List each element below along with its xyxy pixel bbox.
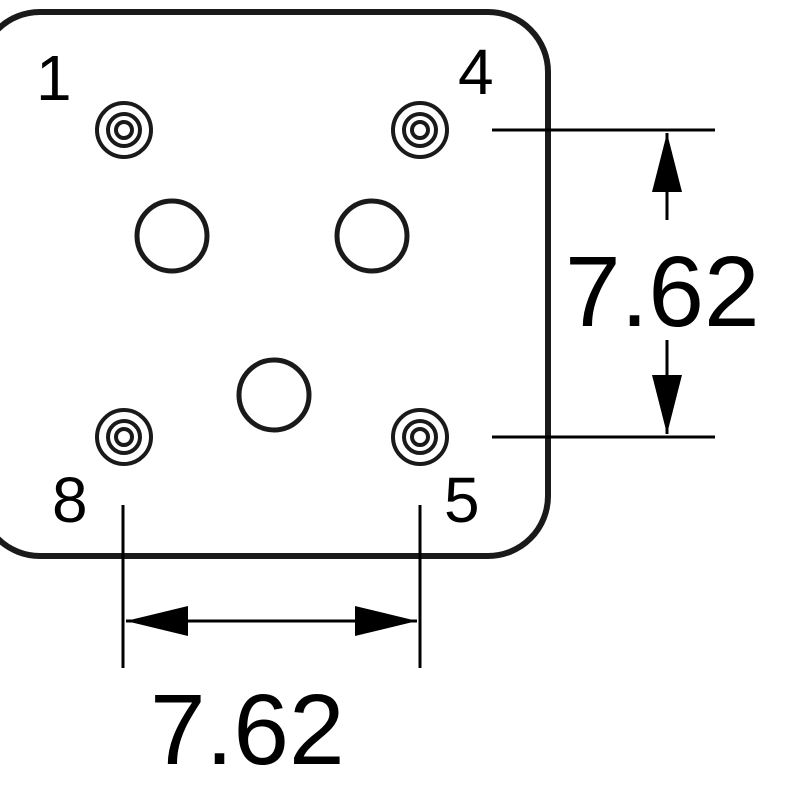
pin-pad-4 — [391, 101, 449, 159]
arrow-up-icon — [652, 133, 682, 192]
vertical-dimension-label: 7.62 — [565, 236, 760, 348]
pin-label-5: 5 — [444, 464, 480, 536]
mounting-hole-left — [134, 198, 210, 274]
horizontal-dimension-label: 7.62 — [150, 674, 345, 786]
pin-label-8: 8 — [52, 464, 88, 536]
mounting-hole-center — [236, 357, 312, 433]
pin-pad-5 — [391, 408, 449, 466]
arrow-down-icon — [652, 375, 682, 434]
vertical-dimension: 7.62 — [492, 128, 760, 439]
arrow-right-icon — [355, 606, 417, 636]
pin-label-4: 4 — [458, 36, 494, 108]
pin-pad-8 — [95, 408, 153, 466]
mounting-hole-right — [334, 198, 410, 274]
pin-label-1: 1 — [36, 42, 72, 114]
arrow-left-icon — [126, 606, 188, 636]
pin-pad-1 — [95, 101, 153, 159]
horizontal-dimension: 7.62 — [121, 505, 422, 786]
